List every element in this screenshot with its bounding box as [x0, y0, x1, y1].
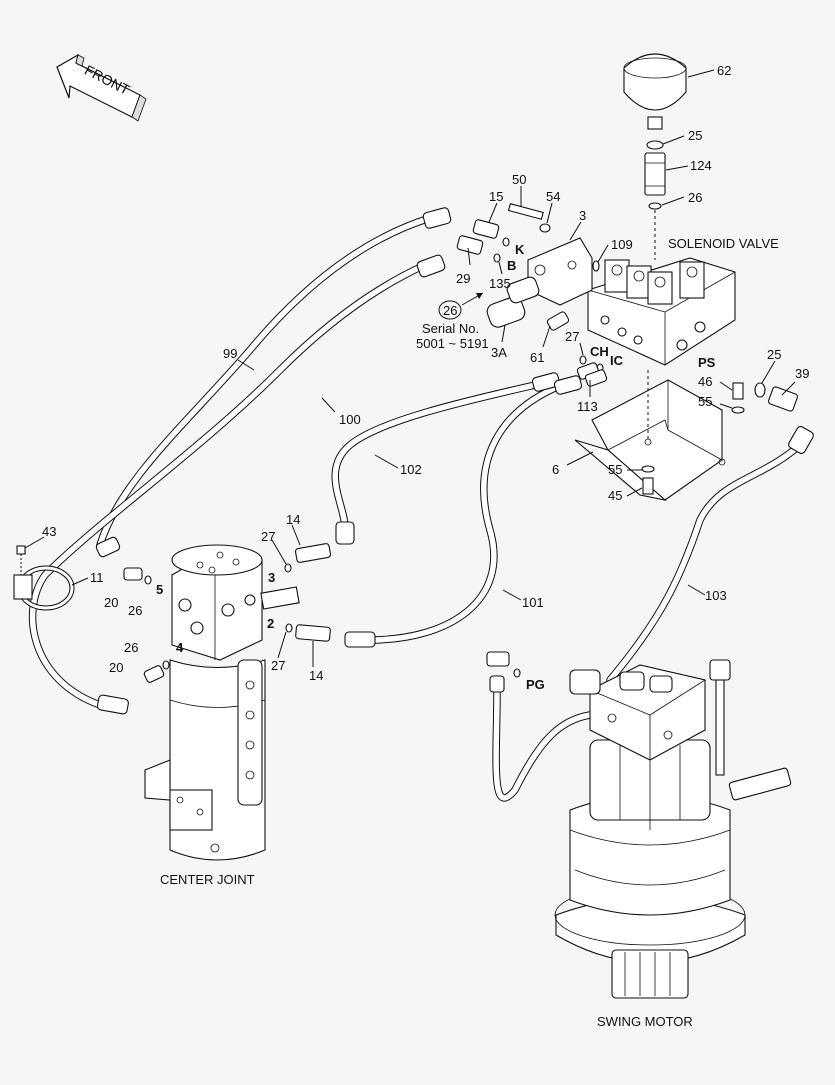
part-46: 46 [698, 374, 712, 389]
part-109: 109 [611, 237, 633, 252]
port-CH: CH [590, 344, 609, 359]
accumulator [623, 53, 687, 260]
part-15: 15 [489, 189, 503, 204]
part-113: 113 [577, 399, 598, 414]
pg-fittings [486, 651, 521, 693]
part-11: 11 [90, 570, 104, 585]
port-4: 4 [176, 640, 184, 655]
part-27: 27 [565, 329, 579, 344]
part-20: 20 [104, 595, 118, 610]
clamp [13, 545, 75, 611]
part-26: 26 [128, 603, 142, 618]
part-26: 26 [688, 190, 702, 205]
serial-ref [438, 292, 484, 320]
part-26: 26 [124, 640, 138, 655]
part-99: 99 [223, 346, 237, 361]
part-61: 61 [530, 350, 544, 365]
part-number-labels: 62 25 124 26 50 54 3 15 109 29 135 3A 61… [42, 63, 809, 683]
port-K: K [515, 242, 525, 257]
center-joint-fittings [123, 543, 332, 683]
port-IC: IC [610, 353, 624, 368]
center-joint-caption: CENTER JOINT [160, 872, 255, 887]
part-45: 45 [608, 488, 622, 503]
part-135: 135 [489, 276, 511, 291]
part-124: 124 [690, 158, 712, 173]
part-27: 27 [271, 658, 285, 673]
port-B: B [507, 258, 516, 273]
swing-motor-caption: SWING MOTOR [597, 1014, 693, 1029]
part-25: 25 [688, 128, 702, 143]
leader-lines [24, 69, 796, 667]
part-20: 20 [109, 660, 123, 675]
port-PS: PS [698, 355, 716, 370]
front-arrow: FRONT [56, 53, 147, 122]
serial-line-2: 5001 ~ 5191 [416, 336, 489, 351]
hose-pg [492, 686, 594, 802]
hose-102 [331, 381, 539, 532]
part-29: 29 [456, 271, 470, 286]
hose-99 [96, 214, 434, 549]
captions: SOLENOID VALVE CENTER JOINT SWING MOTOR [160, 236, 779, 1029]
port-5: 5 [156, 582, 163, 597]
part-3A: 3A [491, 345, 507, 360]
port-PG: PG [526, 677, 545, 692]
part-50: 50 [512, 172, 526, 187]
valve-small-parts [456, 203, 798, 495]
part-62: 62 [717, 63, 731, 78]
hose-103 [606, 441, 804, 684]
part-101: 101 [522, 595, 544, 610]
hose-fittings [95, 207, 814, 715]
hose-101 [366, 381, 566, 644]
port-3: 3 [268, 570, 275, 585]
port-2: 2 [267, 616, 274, 631]
port-labels: K B CH IC PS PG 5 3 2 4 [156, 242, 716, 692]
serial-note: 26 Serial No. 5001 ~ 5191 [416, 303, 489, 351]
part-27: 27 [261, 529, 275, 544]
part-43: 43 [42, 524, 56, 539]
part-102: 102 [400, 462, 422, 477]
part-3: 3 [579, 208, 586, 223]
serial-line-1: Serial No. [422, 321, 479, 336]
hose-100 [28, 261, 429, 709]
part-6: 6 [552, 462, 559, 477]
center-joint [144, 544, 300, 861]
part-103: 103 [705, 588, 727, 603]
swing-motor [554, 659, 792, 999]
part-100: 100 [339, 412, 361, 427]
part-55: 55 [608, 462, 622, 477]
part-39: 39 [795, 366, 809, 381]
part-25: 25 [767, 347, 781, 362]
solenoid-valve [587, 257, 736, 366]
serial-ref-number: 26 [443, 303, 457, 318]
solenoid-valve-caption: SOLENOID VALVE [668, 236, 779, 251]
part-54: 54 [546, 189, 560, 204]
part-14: 14 [309, 668, 323, 683]
part-14: 14 [286, 512, 300, 527]
part-55: 55 [698, 394, 712, 409]
